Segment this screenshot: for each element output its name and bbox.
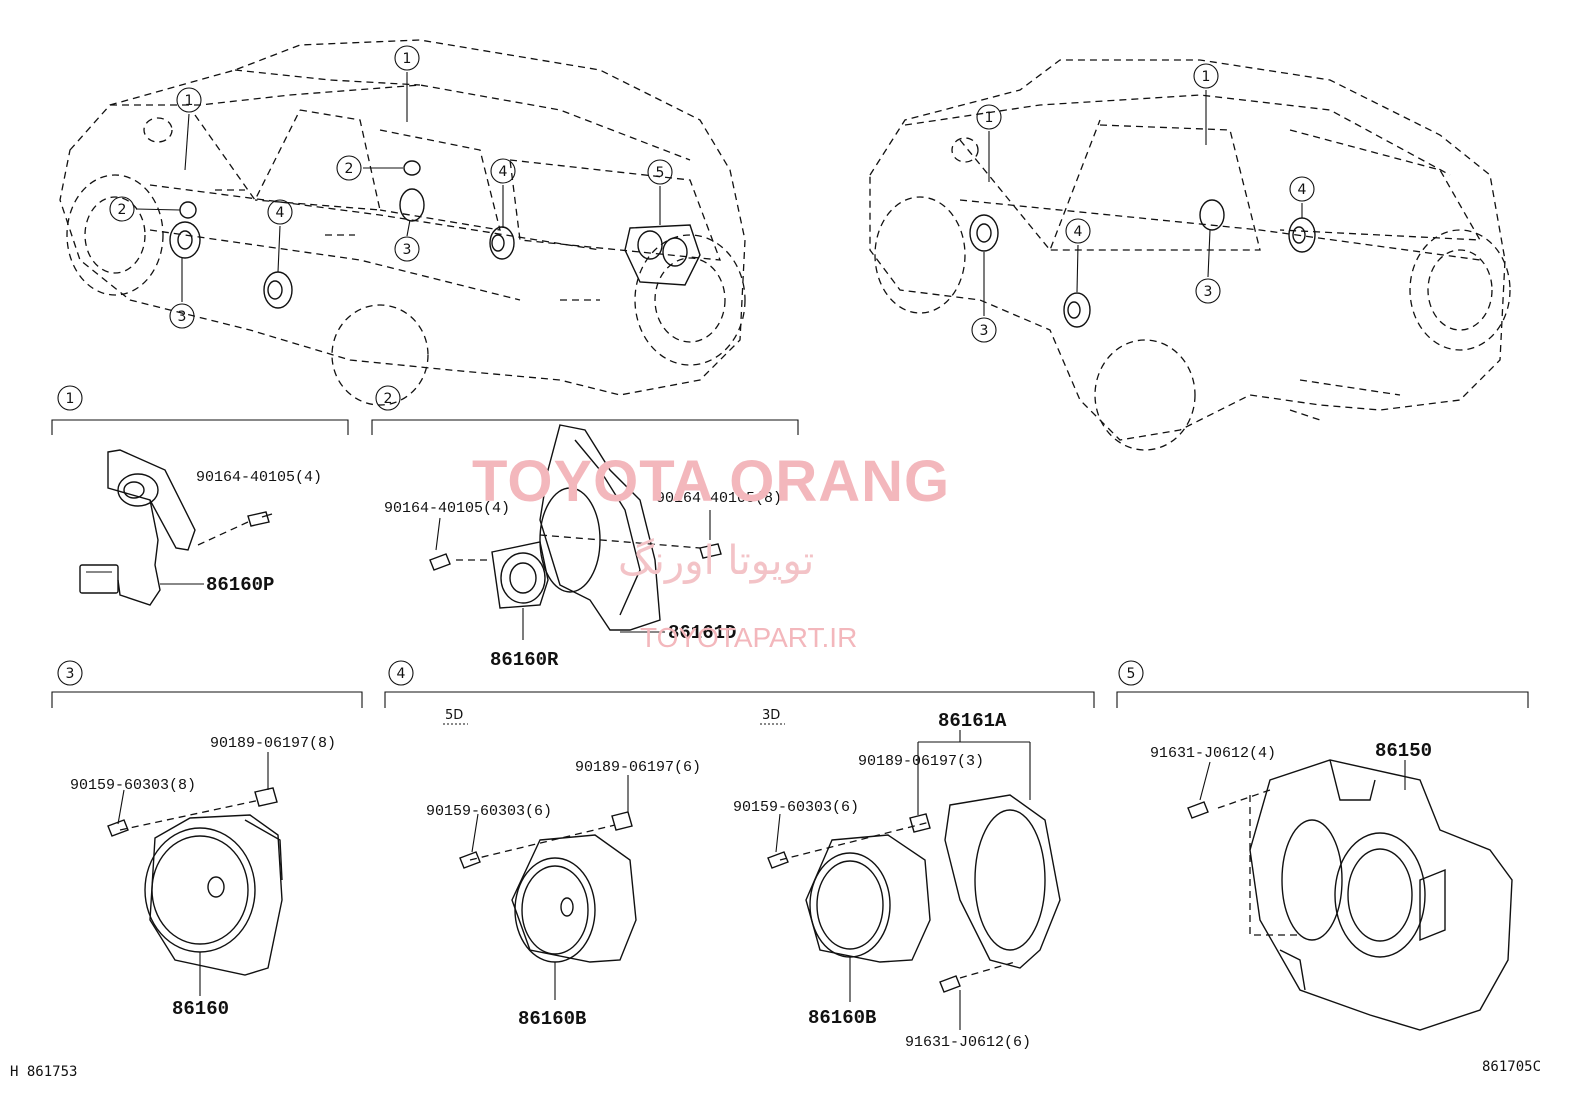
part-number-91631-J0612-6: 91631-J0612(6) (905, 1034, 1031, 1051)
callout-3: 3 (971, 317, 997, 343)
part-number-90189-06197-8: 90189-06197(8) (210, 735, 336, 752)
part-number-86160B: 86160B (808, 1007, 876, 1029)
callout-1: 1 (176, 87, 202, 113)
callout-3: 3 (394, 236, 420, 262)
part-number-86161D: 86161D (668, 622, 736, 644)
bolt-icon (767, 851, 789, 869)
section-2-header: 2 (371, 385, 799, 435)
diagram-code-right: 861705C (1482, 1059, 1541, 1075)
vehicle-speaker-pillar-3d (1199, 199, 1225, 231)
section-brackets: 1 2 3 4 5 (51, 385, 1529, 708)
svg-text:1: 1 (1202, 69, 1211, 85)
callout-4: 4 (1289, 176, 1315, 202)
bolt-icon (699, 543, 722, 559)
vehicle-speaker-front-door (169, 221, 201, 259)
clip-icon (909, 813, 931, 833)
svg-text:4: 4 (276, 205, 285, 221)
bolt-icon (429, 553, 451, 571)
svg-text:1: 1 (985, 110, 994, 126)
part-number-90164-40105-4: 90164-40105(4) (384, 500, 510, 517)
svg-text:3: 3 (1204, 284, 1213, 300)
bolt-icon (939, 975, 961, 993)
svg-text:4: 4 (397, 666, 406, 682)
vehicle-subwoofer (624, 224, 701, 286)
callout-2: 2 (336, 155, 362, 181)
bolt-icon (247, 511, 273, 527)
part-number-90164-40105-8: 90164-40105(8) (656, 490, 782, 507)
callout-4: 4 (490, 158, 516, 184)
vehicle-5door-illustration (59, 39, 746, 406)
part-number-90189-06197-3: 90189-06197(3) (858, 753, 984, 770)
svg-text:3: 3 (980, 323, 989, 339)
vehicle-speaker-rear-door (263, 271, 293, 309)
svg-text:2: 2 (118, 202, 127, 218)
callout-4: 4 (1065, 218, 1091, 244)
part-number-86160P: 86160P (206, 574, 274, 596)
svg-text:3: 3 (403, 242, 412, 258)
vehicle-speaker-rear-3d (1063, 292, 1091, 328)
section-4-speaker-5d (459, 775, 637, 1000)
section-3-header: 3 (51, 660, 363, 708)
subsection-5d-label: 5D (445, 708, 463, 723)
section-1-tweeter (79, 449, 273, 606)
vehicle-speaker-quarter (489, 226, 515, 260)
section-1-header: 1 (51, 385, 349, 435)
watermark-url: TOYOTAPART.IR (640, 622, 858, 653)
svg-text:1: 1 (66, 391, 75, 407)
part-number-90159-60303-6: 90159-60303(6) (426, 803, 552, 820)
part-number-86150: 86150 (1375, 740, 1432, 762)
clip-icon (611, 811, 633, 831)
callout-4: 4 (267, 199, 293, 225)
section-3-speaker (107, 752, 283, 996)
part-number-90159-60303-6: 90159-60303(6) (733, 799, 859, 816)
svg-text:4: 4 (1298, 182, 1307, 198)
bolt-icon (1187, 801, 1209, 819)
part-number-86160B: 86160B (518, 1008, 586, 1030)
section-2-tweeter-bracket (429, 424, 722, 640)
section-5-subwoofer (1187, 759, 1513, 1031)
callout-3: 3 (1195, 278, 1221, 304)
svg-text:3: 3 (178, 309, 187, 325)
callout-1: 1 (1193, 63, 1219, 89)
svg-text:2: 2 (384, 391, 393, 407)
vehicle-speaker-pillar (399, 160, 425, 222)
vehicle-speaker-front-door-3d (969, 214, 999, 252)
section-4-header: 4 (384, 660, 1095, 708)
section-4-speaker-3d (767, 730, 1061, 1030)
part-number-90189-06197-6: 90189-06197(6) (575, 759, 701, 776)
callout-1: 1 (976, 104, 1002, 130)
watermark-brand: TOYOTA ORANG (472, 449, 951, 514)
part-number-91631-J0612-4: 91631-J0612(4) (1150, 745, 1276, 762)
svg-text:3: 3 (66, 666, 75, 682)
bolt-icon (459, 851, 481, 869)
svg-text:1: 1 (185, 93, 194, 109)
clip-icon (254, 787, 278, 807)
part-number-86160R: 86160R (490, 649, 559, 671)
vehicle-callouts: 1 2 3 1 2 3 4 4 5 1 3 1 3 4 4 (109, 45, 1315, 343)
part-number-90164-40105-4: 90164-40105(4) (196, 469, 322, 486)
part-number-86160: 86160 (172, 998, 229, 1020)
svg-text:5: 5 (1127, 666, 1136, 682)
callout-3: 3 (169, 303, 195, 329)
vehicle-tweeter-front (179, 201, 197, 219)
svg-text:4: 4 (1074, 224, 1083, 240)
subsection-3d-label: 3D (762, 708, 780, 723)
svg-text:1: 1 (403, 51, 412, 67)
svg-text:4: 4 (499, 164, 508, 180)
svg-text:2: 2 (345, 161, 354, 177)
vehicle-speaker-quarter-3d (1288, 217, 1316, 253)
svg-text:5: 5 (656, 165, 665, 181)
diagram-code-left: H 861753 (10, 1064, 77, 1080)
watermark-persian: تویوتا اورنگ (618, 538, 815, 584)
section-5-header: 5 (1116, 660, 1529, 708)
callout-5: 5 (647, 159, 673, 185)
callout-2: 2 (109, 196, 135, 222)
vehicle-3door-illustration (869, 59, 1511, 451)
part-number-86161A: 86161A (938, 710, 1007, 732)
part-number-90159-60303-8: 90159-60303(8) (70, 777, 196, 794)
callout-1: 1 (394, 45, 420, 71)
